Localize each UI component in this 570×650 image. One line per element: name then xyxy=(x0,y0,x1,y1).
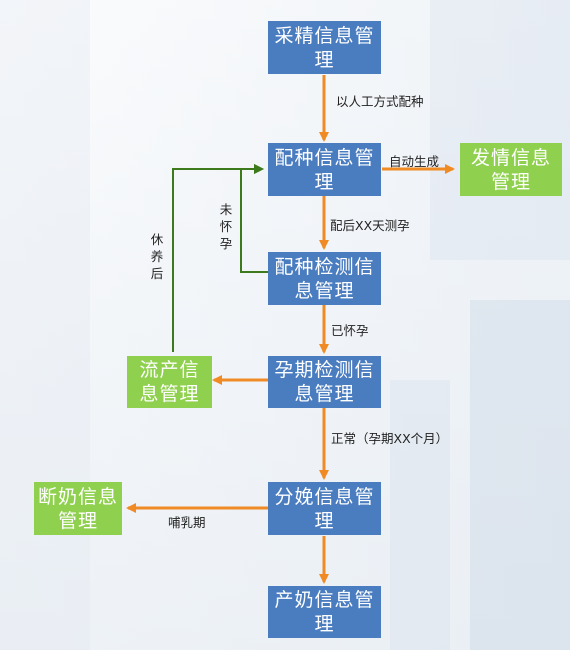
node-breeding-check[interactable]: 配种检测信息管理 xyxy=(268,252,381,305)
background-panel xyxy=(390,380,450,650)
label-days-after-breeding: 配后XX天测孕 xyxy=(330,218,410,233)
label-pregnant: 已怀孕 xyxy=(331,323,369,338)
node-pregnancy-check[interactable]: 孕期检测信息管理 xyxy=(268,356,381,408)
node-collect-semen[interactable]: 采精信息管理 xyxy=(268,21,381,74)
node-weaning[interactable]: 断奶信息管理 xyxy=(34,482,122,535)
background-panel xyxy=(0,0,90,650)
node-farrowing[interactable]: 分娩信息管理 xyxy=(268,482,381,535)
loop-not-pregnant xyxy=(240,164,268,273)
node-lactation[interactable]: 产奶信息管理 xyxy=(268,586,381,638)
loop-after-rest xyxy=(172,164,264,352)
label-auto-generate: 自动生成 xyxy=(389,154,440,169)
background-panel xyxy=(470,300,570,650)
label-normal: 正常（孕期XX个月） xyxy=(331,431,449,446)
node-breeding[interactable]: 配种信息管理 xyxy=(268,143,381,196)
node-abortion[interactable]: 流产信息管理 xyxy=(127,356,212,408)
label-not-pregnant: 未怀孕 xyxy=(219,202,233,251)
label-nursing-period: 哺乳期 xyxy=(168,515,206,530)
node-estrus[interactable]: 发情信息管理 xyxy=(460,143,562,196)
background-panel xyxy=(430,0,570,260)
label-artificial-breeding: 以人工方式配种 xyxy=(336,94,424,109)
label-after-rest: 休养后 xyxy=(150,232,164,281)
